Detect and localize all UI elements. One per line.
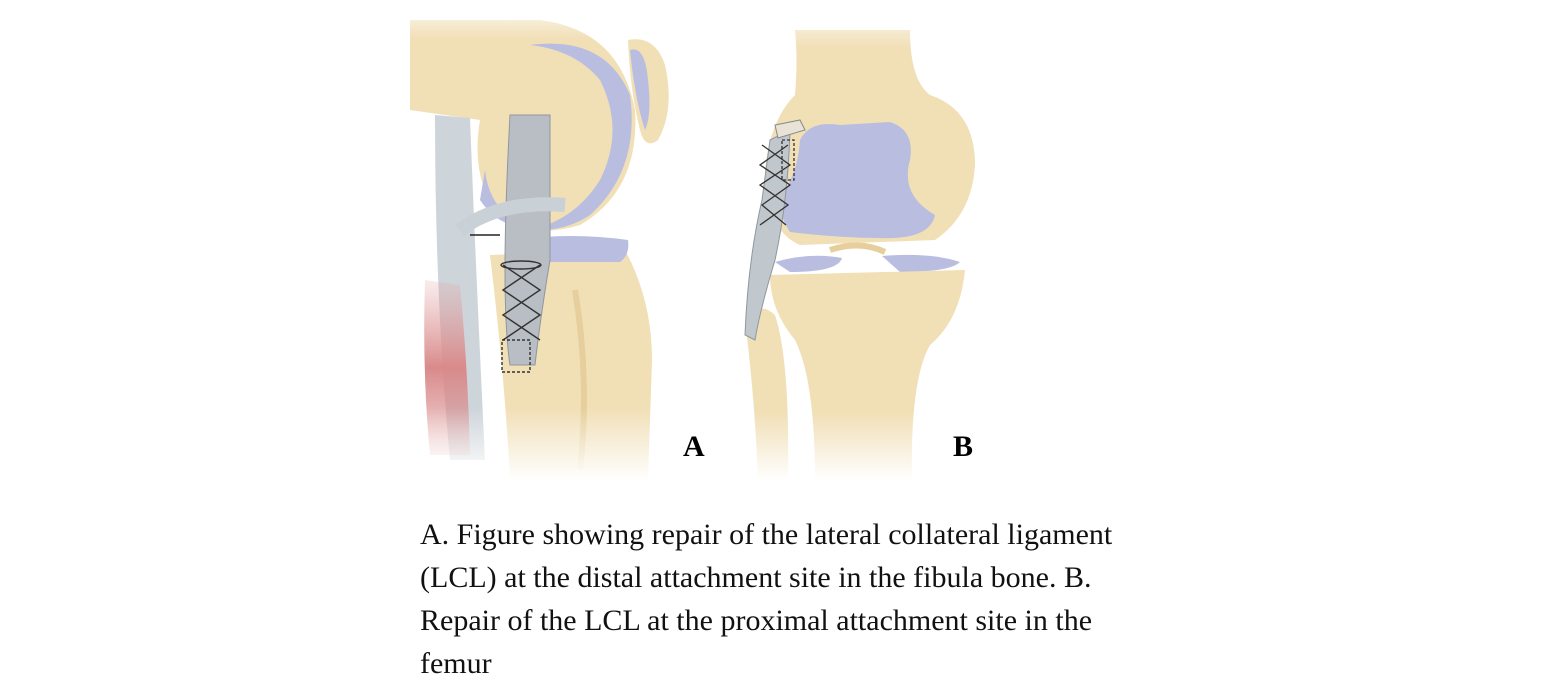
figure-caption: A. Figure showing repair of the lateral … [420, 513, 1190, 685]
caption-line: femur [420, 647, 492, 680]
knee-anterior-view-illustration [730, 0, 990, 480]
caption-line: A. Figure showing repair of the lateral … [420, 518, 1113, 551]
caption-line: (LCL) at the distal attachment site in t… [420, 561, 1092, 594]
panel-label-a: A [683, 430, 705, 463]
figure: A B [390, 0, 990, 480]
panel-label-b: B [953, 430, 974, 463]
knee-lateral-view-illustration [390, 0, 690, 480]
caption-line: Repair of the LCL at the proximal attach… [420, 604, 1093, 637]
